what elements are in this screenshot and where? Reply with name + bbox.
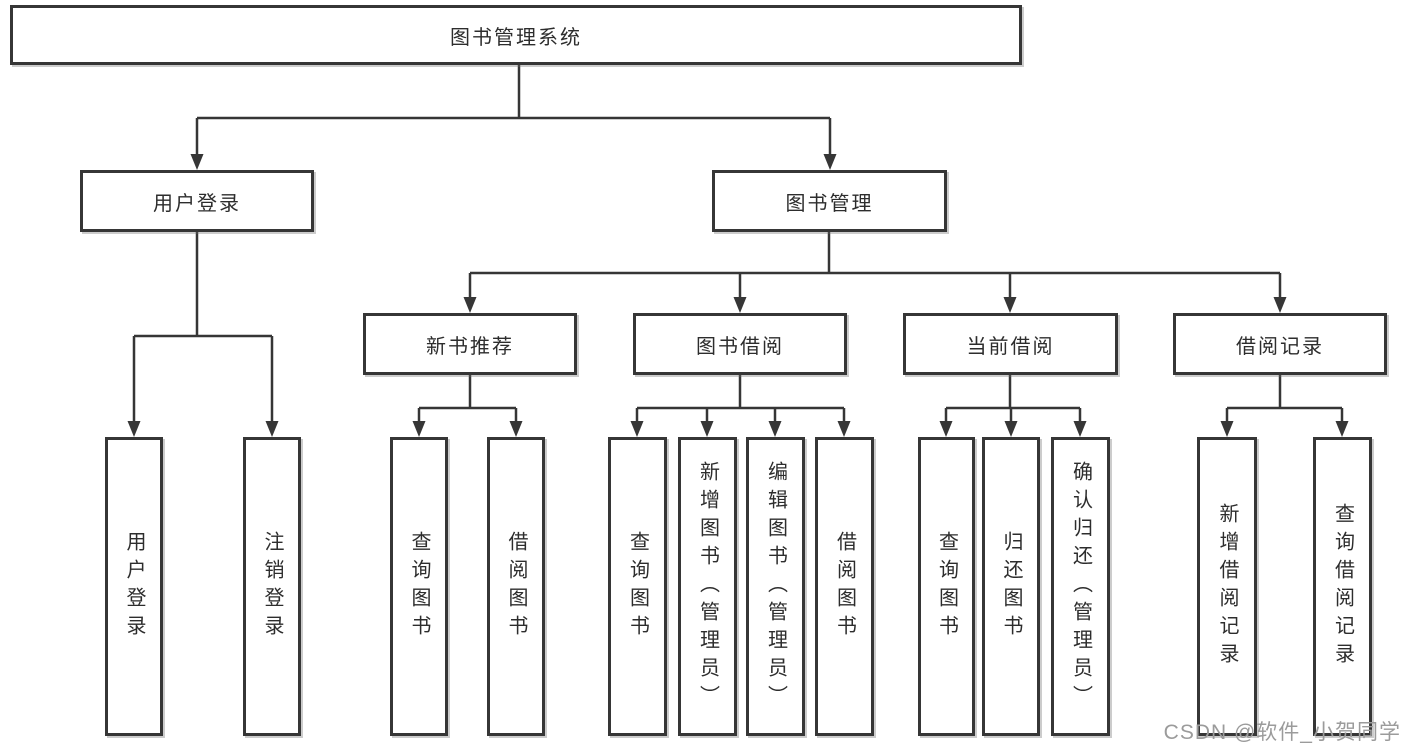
node-label-leaf-borrow-book: 借阅图书 [833, 530, 856, 643]
node-label-book-borrow: 图书借阅 [696, 335, 784, 358]
node-label-user-login: 用户登录 [153, 192, 241, 215]
node-label-leaf-user-login: 用户登录 [123, 530, 145, 643]
node-label-leaf-recommend-borrow-book: 借阅图书 [505, 530, 527, 643]
arrowheads [127, 154, 1349, 437]
node-box-leaf-add-book-admin: 新增图书（管理员） [678, 437, 737, 736]
node-box-leaf-confirm-return-admin: 确认归还（管理员） [1051, 437, 1110, 736]
node-label-borrow-record: 借阅记录 [1236, 335, 1324, 358]
node-label-book-management: 图书管理 [785, 192, 874, 215]
node-label-leaf-borrow-query-book: 查询图书 [626, 530, 649, 643]
node-label-current-borrow: 当前借阅 [966, 335, 1055, 358]
node-label-leaf-confirm-return-admin: 确认归还（管理员） [1069, 460, 1092, 713]
node-box-leaf-add-borrow-record: 新增借阅记录 [1197, 437, 1257, 736]
node-box-book-management: 图书管理 [712, 170, 947, 232]
node-label-leaf-logout: 注销登录 [261, 530, 283, 643]
node-label-leaf-add-book-admin: 新增图书（管理员） [696, 460, 719, 713]
node-box-user-login: 用户登录 [80, 170, 314, 232]
node-label-leaf-query-borrow-record: 查询借阅记录 [1331, 502, 1354, 671]
node-box-leaf-recommend-borrow-book: 借阅图书 [487, 437, 545, 736]
node-box-root: 图书管理系统 [10, 5, 1022, 65]
node-box-book-borrow: 图书借阅 [633, 313, 847, 375]
node-label-leaf-return-book: 归还图书 [1000, 530, 1022, 643]
node-box-borrow-record: 借阅记录 [1173, 313, 1387, 375]
node-box-leaf-borrow-book: 借阅图书 [815, 437, 874, 736]
node-box-leaf-logout: 注销登录 [243, 437, 301, 736]
node-box-current-borrow: 当前借阅 [903, 313, 1118, 375]
node-box-leaf-user-login: 用户登录 [105, 437, 163, 736]
node-label-leaf-current-query-book: 查询图书 [935, 530, 958, 643]
node-box-leaf-borrow-query-book: 查询图书 [608, 437, 667, 736]
node-box-leaf-query-borrow-record: 查询借阅记录 [1313, 437, 1372, 736]
node-label-leaf-edit-book-admin: 编辑图书（管理员） [764, 460, 787, 713]
node-box-leaf-current-query-book: 查询图书 [918, 437, 975, 736]
node-label-leaf-recommend-query-book: 查询图书 [408, 530, 430, 643]
csdn-watermark: CSDN @软件_小贺同学 [1163, 721, 1401, 744]
node-box-leaf-edit-book-admin: 编辑图书（管理员） [746, 437, 805, 736]
node-box-leaf-recommend-query-book: 查询图书 [390, 437, 448, 736]
node-box-new-book-recommend: 新书推荐 [363, 313, 577, 375]
node-label-root: 图书管理系统 [450, 26, 582, 49]
node-label-new-book-recommend: 新书推荐 [426, 335, 514, 358]
node-label-leaf-add-borrow-record: 新增借阅记录 [1216, 502, 1238, 671]
node-box-leaf-return-book: 归还图书 [982, 437, 1040, 736]
